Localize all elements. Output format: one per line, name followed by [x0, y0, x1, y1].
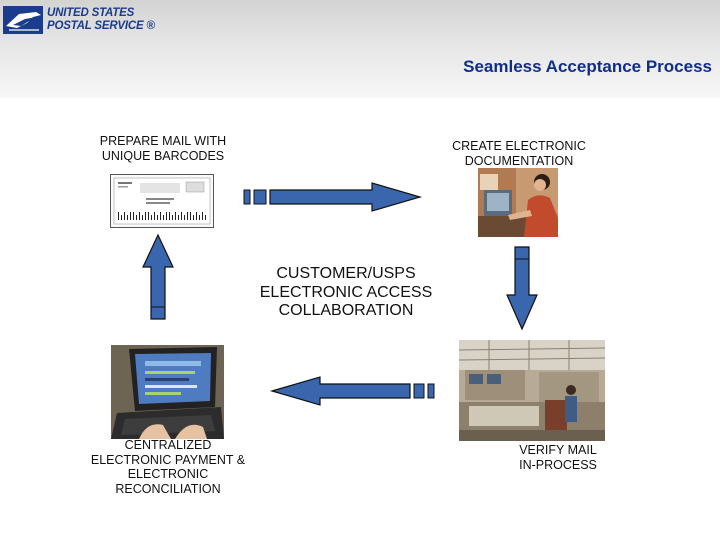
page-title: Seamless Acceptance Process: [463, 57, 712, 76]
arrow-right-icon: [243, 182, 423, 212]
eagle-logo-icon: [3, 6, 43, 34]
brand-line-2: POSTAL SERVICE ®: [47, 20, 155, 32]
brand-line-1: UNITED STATES: [47, 7, 135, 19]
step-create-label: CREATE ELECTRONIC DOCUMENTATION: [452, 139, 586, 168]
header-band: UNITED STATES POSTAL SERVICE ® Seamless …: [0, 0, 720, 98]
arrow-down-icon: [506, 246, 538, 331]
arrow-up-icon: [142, 233, 174, 320]
usps-wordmark: UNITED STATES POSTAL SERVICE ®: [47, 7, 155, 33]
mail-facility-image: [459, 340, 605, 441]
step-verify-label: VERIFY MAIL IN-PROCESS: [519, 443, 597, 472]
office-worker-image: [478, 168, 558, 237]
step-payment-label: CENTRALIZED ELECTRONIC PAYMENT & ELECTRO…: [90, 438, 246, 496]
step-prepare-label: PREPARE MAIL WITH UNIQUE BARCODES: [99, 134, 227, 163]
laptop-image: [111, 345, 224, 439]
usps-logo: UNITED STATES POSTAL SERVICE ®: [3, 4, 155, 34]
barcode-mailpiece-image: [110, 174, 214, 228]
center-collaboration-label: CUSTOMER/USPS ELECTRONIC ACCESS COLLABOR…: [259, 265, 433, 319]
arrow-left-icon: [269, 376, 435, 406]
